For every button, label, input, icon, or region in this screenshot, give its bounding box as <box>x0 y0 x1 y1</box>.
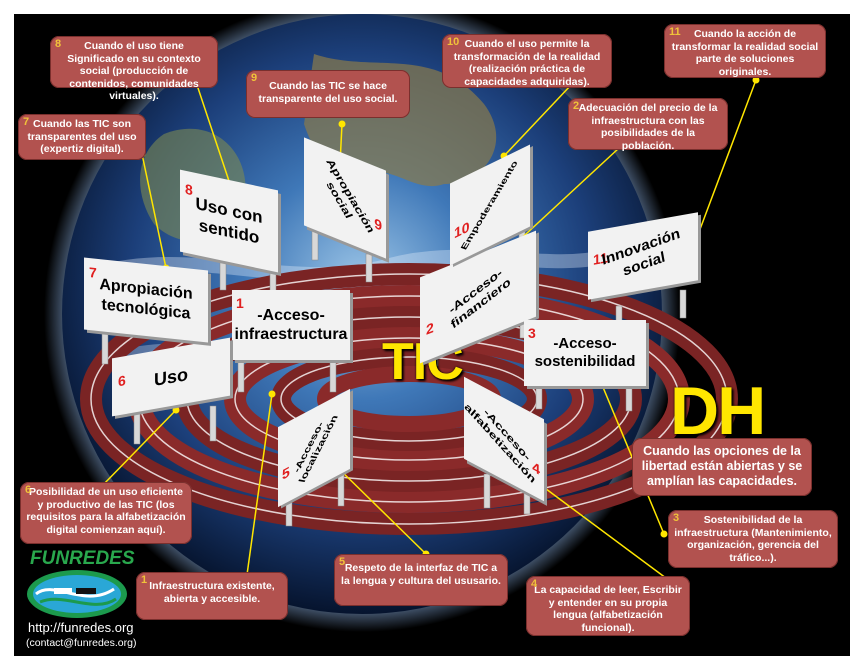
callout-text: Cuando las TIC se hace transparente del … <box>258 80 398 105</box>
sign-number: 3 <box>528 325 536 341</box>
sign-number: 1 <box>236 295 244 311</box>
funredes-url: http://funredes.org <box>28 620 134 635</box>
callout-7: 7 Cuando las TIC son transparentes del u… <box>18 114 146 160</box>
sign-apropiacion-tecnologica: 7 Apropiación tecnológica <box>84 257 208 343</box>
funredes-logo-emblem <box>27 570 127 618</box>
callout-text: Cuando la acción de transformar la reali… <box>671 28 819 78</box>
callout-5: 5 Respeto de la interfaz de TIC a la len… <box>334 554 508 606</box>
callout-number: 6 <box>25 484 32 496</box>
callout-8: 8 Cuando el uso tiene Significado en su … <box>50 36 218 102</box>
callout-number: 3 <box>673 512 680 524</box>
diagram-canvas: TIC DH 1 -Acceso- infraestructura 2 -Acc… <box>14 14 850 656</box>
callout-4: 4 La capacidad de leer, Escribir y enten… <box>526 576 690 636</box>
sign-number: 6 <box>118 371 126 390</box>
sign-number: 2 <box>426 318 434 339</box>
callout-text: Adecuación del precio de la infraestruct… <box>578 102 718 152</box>
sign-text: -Acceso- localización <box>291 414 341 484</box>
callout-1: 1 Infraestructura existente, abierta y a… <box>136 572 288 620</box>
callout-number: 10 <box>447 36 460 48</box>
callout-number: 11 <box>669 26 681 38</box>
sign-text: Apropiación tecnológica <box>99 276 193 323</box>
callout-number: 5 <box>339 556 346 568</box>
callout-text: Sostenibilidad de la infraestructura (Ma… <box>674 514 832 564</box>
callout-2: 2 Adecuación del precio de la infraestru… <box>568 98 728 152</box>
callout-text: Respeto de la interfaz de TIC a la lengu… <box>341 562 501 587</box>
callout-number: 1 <box>141 574 148 586</box>
callout-3: 3 Sostenibilidad de la infraestructura (… <box>668 510 838 568</box>
sign-text: -Acceso- sostenibilidad <box>534 335 636 370</box>
callout-9: 9 Cuando las TIC se hace transparente de… <box>246 70 410 118</box>
sign-text: Apropiación social <box>323 157 378 235</box>
callout-11: 11 Cuando la acción de transformar la re… <box>664 24 826 78</box>
sign-text: Uso <box>153 363 188 390</box>
callout-dh: Cuando las opciones de la libertad están… <box>632 438 812 496</box>
sign-number: 7 <box>89 264 97 281</box>
callout-number: 4 <box>531 578 538 590</box>
callout-6: 6 Posibilidad de un uso eficiente y prod… <box>20 482 192 544</box>
callout-text: Cuando el uso permite la transformación … <box>453 38 601 88</box>
callout-10: 10 Cuando el uso permite la transformaci… <box>442 34 612 88</box>
sign-number: 8 <box>185 180 193 199</box>
funredes-contact: (contact@funredes.org) <box>26 637 137 649</box>
sign-text: -Acceso- infraestructura <box>234 307 348 343</box>
sign-text: Uso con sentido <box>195 193 263 248</box>
callout-number: 8 <box>55 38 62 50</box>
sign-acceso-sostenibilidad: 3 -Acceso- sostenibilidad <box>524 320 646 386</box>
callout-text: La capacidad de leer, Escribir y entende… <box>534 584 682 634</box>
track-rings <box>80 263 738 535</box>
callout-text: Cuando el uso tiene Significado en su co… <box>67 40 201 102</box>
callout-text: Cuando las TIC son transparentes del uso… <box>27 118 137 155</box>
sign-acceso-infraestructura: 1 -Acceso- infraestructura <box>232 290 350 360</box>
callout-text: Cuando las opciones de la libertad están… <box>641 444 803 488</box>
sign-text: Innovación social <box>600 225 682 280</box>
sign-text: -Acceso- financiero <box>447 265 513 332</box>
funredes-logo-name: FUNREDES <box>30 548 135 569</box>
callout-number: 7 <box>23 116 30 128</box>
right-label-dh: DH <box>670 373 766 449</box>
callout-number: 9 <box>251 72 258 84</box>
callout-text: Infraestructura existente, abierta y acc… <box>149 580 275 605</box>
callout-number: 2 <box>573 100 580 112</box>
callout-text: Posibilidad de un uso eficiente y produc… <box>26 486 186 536</box>
